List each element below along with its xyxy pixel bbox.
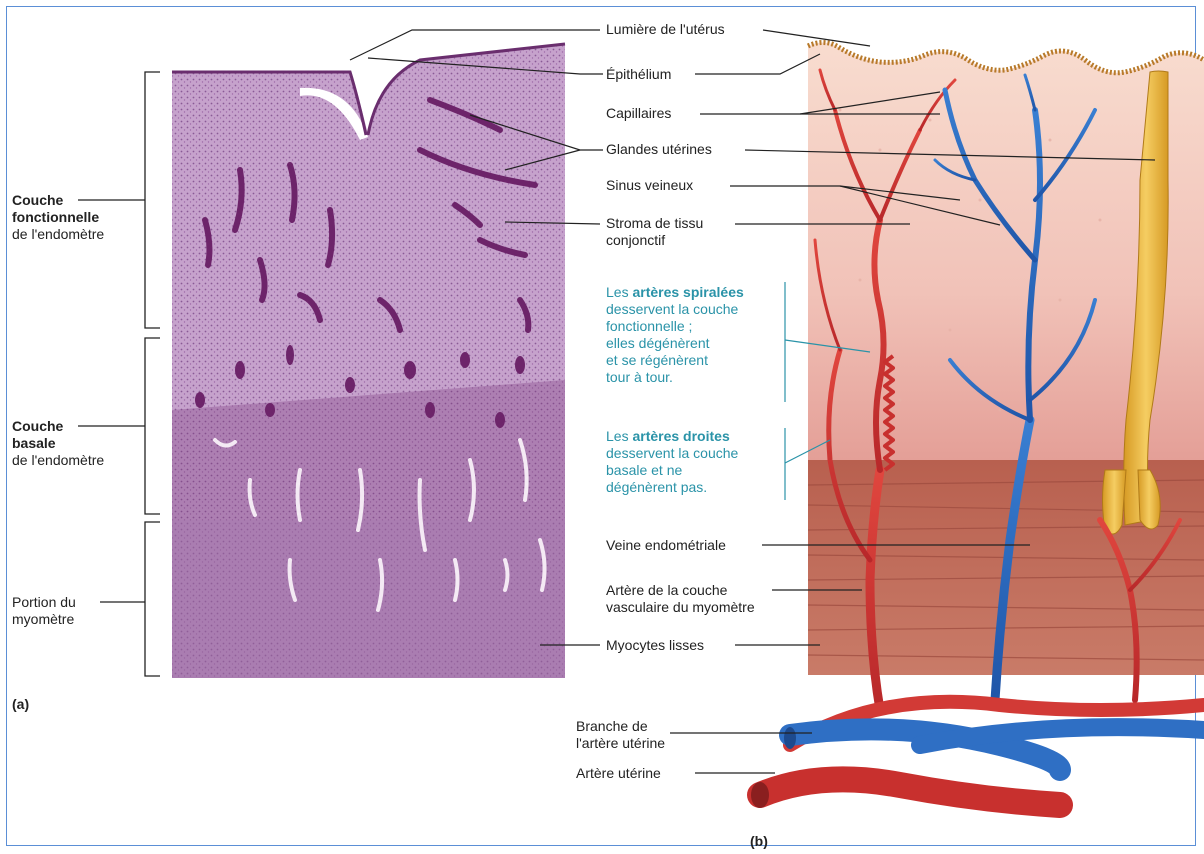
panel-a-tag: (a) [12,696,29,713]
label-sinus: Sinus veineux [606,177,693,194]
label-epithelium: Épithélium [606,66,671,83]
label-veine-endometriale: Veine endométriale [606,537,726,554]
label-artere-uterine: Artère utérine [576,765,661,782]
label-capillaires: Capillaires [606,105,671,122]
label-couche-fonctionnelle: Couche fonctionnelle de l'endomètre [12,192,104,243]
label-stroma: Stroma de tissu conjonctif [606,215,703,249]
label-arteres-spiralees: Les artères spiralées desservent la couc… [606,284,744,386]
label-artere-couche: Artère de la couche vasculaire du myomèt… [606,582,755,616]
label-myocytes: Myocytes lisses [606,637,704,654]
label-lumiere: Lumière de l'utérus [606,21,725,38]
schematic [751,42,1204,808]
label-branche-artere: Branche de l'artère utérine [576,718,665,752]
label-couche-basale: Couche basale de l'endomètre [12,418,104,469]
layer-brackets [78,72,160,676]
label-arteres-droites: Les artères droites desservent la couche… [606,428,738,496]
label-portion-myometre: Portion du myomètre [12,594,76,628]
micrograph [172,44,565,678]
panel-b-tag: (b) [750,833,768,850]
label-glandes: Glandes utérines [606,141,712,158]
